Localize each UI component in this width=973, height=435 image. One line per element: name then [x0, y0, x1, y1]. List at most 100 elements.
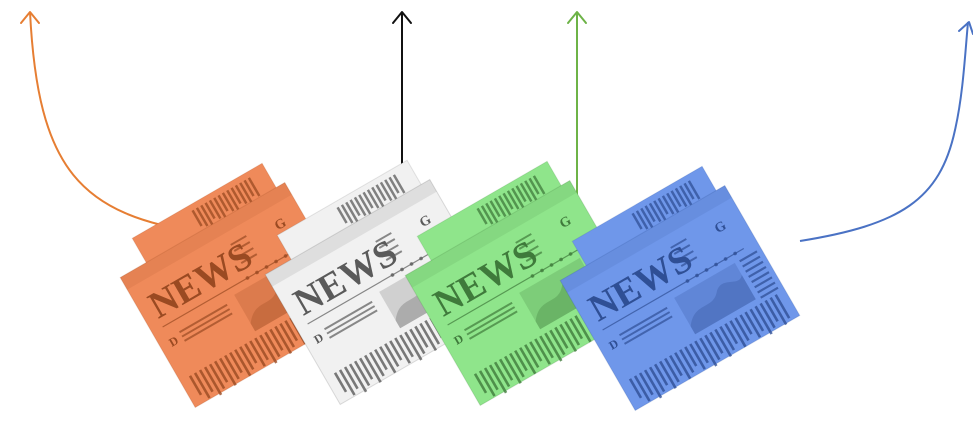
text-line: [661, 195, 675, 215]
text-line: [493, 361, 511, 388]
text-line: [674, 352, 692, 380]
text-line: [621, 311, 671, 341]
text-line: [522, 245, 539, 256]
text-line: [254, 337, 269, 361]
rule-dot: [390, 273, 395, 277]
text-line: [333, 372, 348, 393]
rule-dot: [695, 273, 699, 278]
text-line: [469, 310, 518, 340]
text-line: [544, 332, 563, 362]
text-line: [374, 348, 388, 371]
text-line: [419, 322, 438, 352]
text-line: [230, 187, 242, 205]
text-line: [473, 373, 488, 394]
text-line: [694, 340, 709, 364]
text-line: [674, 187, 688, 208]
text-line: [375, 232, 392, 243]
text-line: [539, 335, 554, 359]
text-line: [243, 179, 255, 197]
text-line: [704, 334, 721, 361]
text-line: [394, 337, 411, 364]
fold-shadow: [120, 182, 292, 290]
text-line: [224, 354, 240, 380]
text-line: [336, 206, 348, 224]
text-line: [247, 177, 261, 197]
text-line: [774, 294, 791, 319]
text-line: [729, 320, 747, 348]
text-line: [371, 186, 386, 209]
text-line: [378, 238, 396, 249]
text-line: [669, 354, 683, 377]
text-line: [274, 325, 293, 355]
text-line: [518, 239, 536, 250]
text-line: [511, 187, 526, 210]
text-line: [399, 334, 414, 358]
text-line: [757, 281, 776, 294]
text-line: [379, 181, 393, 202]
masthead-rule: [602, 247, 745, 331]
text-line: [680, 256, 698, 267]
text-line: [659, 360, 677, 389]
text-line: [648, 366, 666, 393]
rule-dot: [409, 262, 414, 266]
text-line: [329, 309, 378, 339]
text-line: [181, 308, 231, 338]
text-line: [217, 194, 229, 212]
text-line: [519, 347, 537, 375]
text-line: [554, 326, 569, 349]
masthead-rule: [307, 241, 450, 325]
text-line: [364, 354, 382, 383]
text-line: [362, 191, 374, 209]
text-line: [644, 205, 656, 223]
text-line: [234, 349, 252, 377]
text-line: [375, 184, 387, 202]
text-line: [379, 346, 397, 374]
text-line: [249, 340, 266, 367]
text-line: [279, 322, 296, 348]
text-line: [191, 209, 203, 227]
text-line: [724, 323, 739, 345]
text-line: [499, 358, 514, 381]
arrow-head-icon: [958, 21, 973, 35]
text-line: [714, 328, 733, 358]
text-line: [343, 366, 359, 390]
text-line: [687, 180, 701, 200]
text-line: [200, 204, 215, 227]
text-line: [764, 299, 779, 322]
fold-shadow: [265, 179, 437, 287]
arrow-1: [20, 11, 204, 234]
text-line: [532, 175, 546, 195]
text-line: [203, 366, 223, 396]
text-line: [631, 212, 643, 230]
arrow-head-icon: [392, 11, 412, 24]
text-line: [229, 351, 243, 374]
text-line: [338, 369, 356, 396]
text-line: [340, 204, 354, 224]
text-line: [749, 308, 765, 332]
text-line: [569, 318, 584, 340]
text-line: [759, 302, 776, 329]
text-line: [748, 265, 767, 278]
rule-dot: [255, 270, 259, 275]
arrow-2: [392, 11, 412, 178]
text-line: [624, 315, 673, 345]
text-line: [259, 334, 278, 364]
text-line: [628, 378, 643, 399]
text-line: [670, 238, 687, 249]
text-line: [213, 197, 228, 220]
text-line: [635, 210, 649, 230]
text-line: [493, 197, 507, 218]
rule-dot: [568, 252, 573, 256]
rule-dot: [400, 267, 404, 272]
text-line: [198, 369, 214, 393]
text-line: [214, 360, 229, 383]
text-line: [244, 343, 258, 364]
text-line: [549, 329, 566, 356]
text-line: [466, 306, 516, 336]
arrow-line: [29, 11, 204, 234]
rule-dot: [245, 276, 250, 280]
text-line: [528, 177, 540, 195]
text-line: [529, 341, 543, 362]
